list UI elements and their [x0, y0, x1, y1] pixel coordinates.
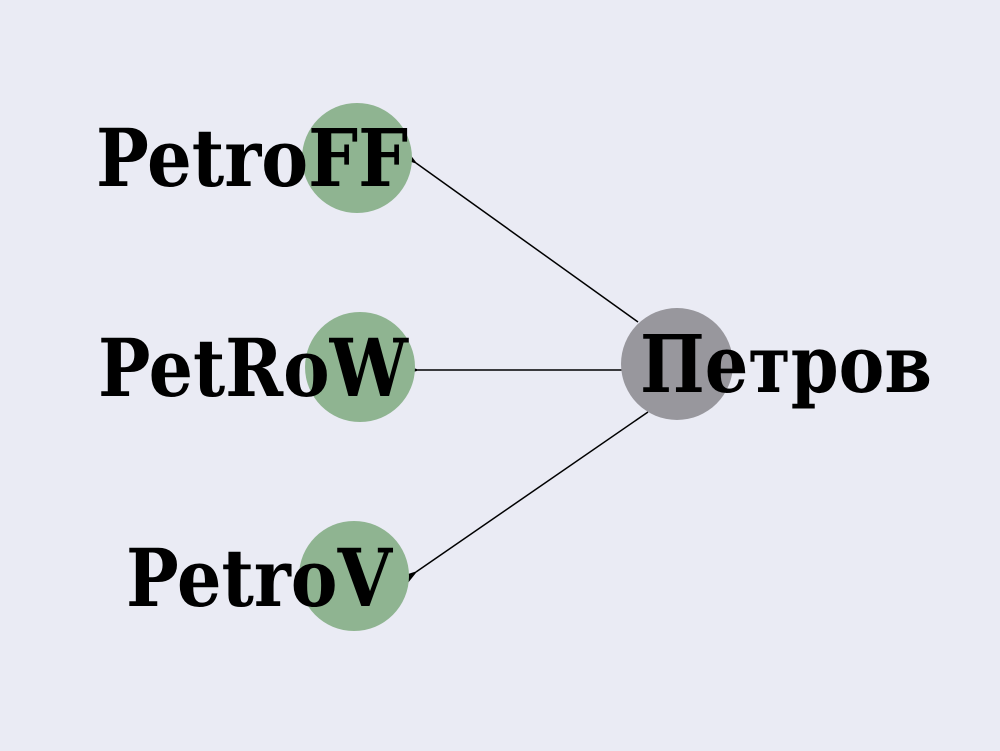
edges [397, 147, 649, 588]
target-node-petrow: PetRoW [98, 312, 415, 422]
target-node-label: PetRoW [98, 321, 409, 415]
target-node-petroff: PetroFF [96, 103, 412, 213]
target-node-circle [305, 312, 415, 422]
edge-to-petrov [397, 411, 649, 588]
source-node-label: Петров [640, 317, 932, 411]
edge-to-petroff [397, 147, 639, 323]
target-node-circle [299, 521, 409, 631]
source-node-circle [621, 308, 733, 420]
target-node-circle [302, 103, 412, 213]
source-node-petrov-cyrillic: Петров [621, 308, 932, 420]
target-node-label: PetroV [126, 531, 394, 625]
target-node-label: PetroFF [96, 111, 408, 205]
target-node-petrov: PetroV [126, 521, 409, 631]
